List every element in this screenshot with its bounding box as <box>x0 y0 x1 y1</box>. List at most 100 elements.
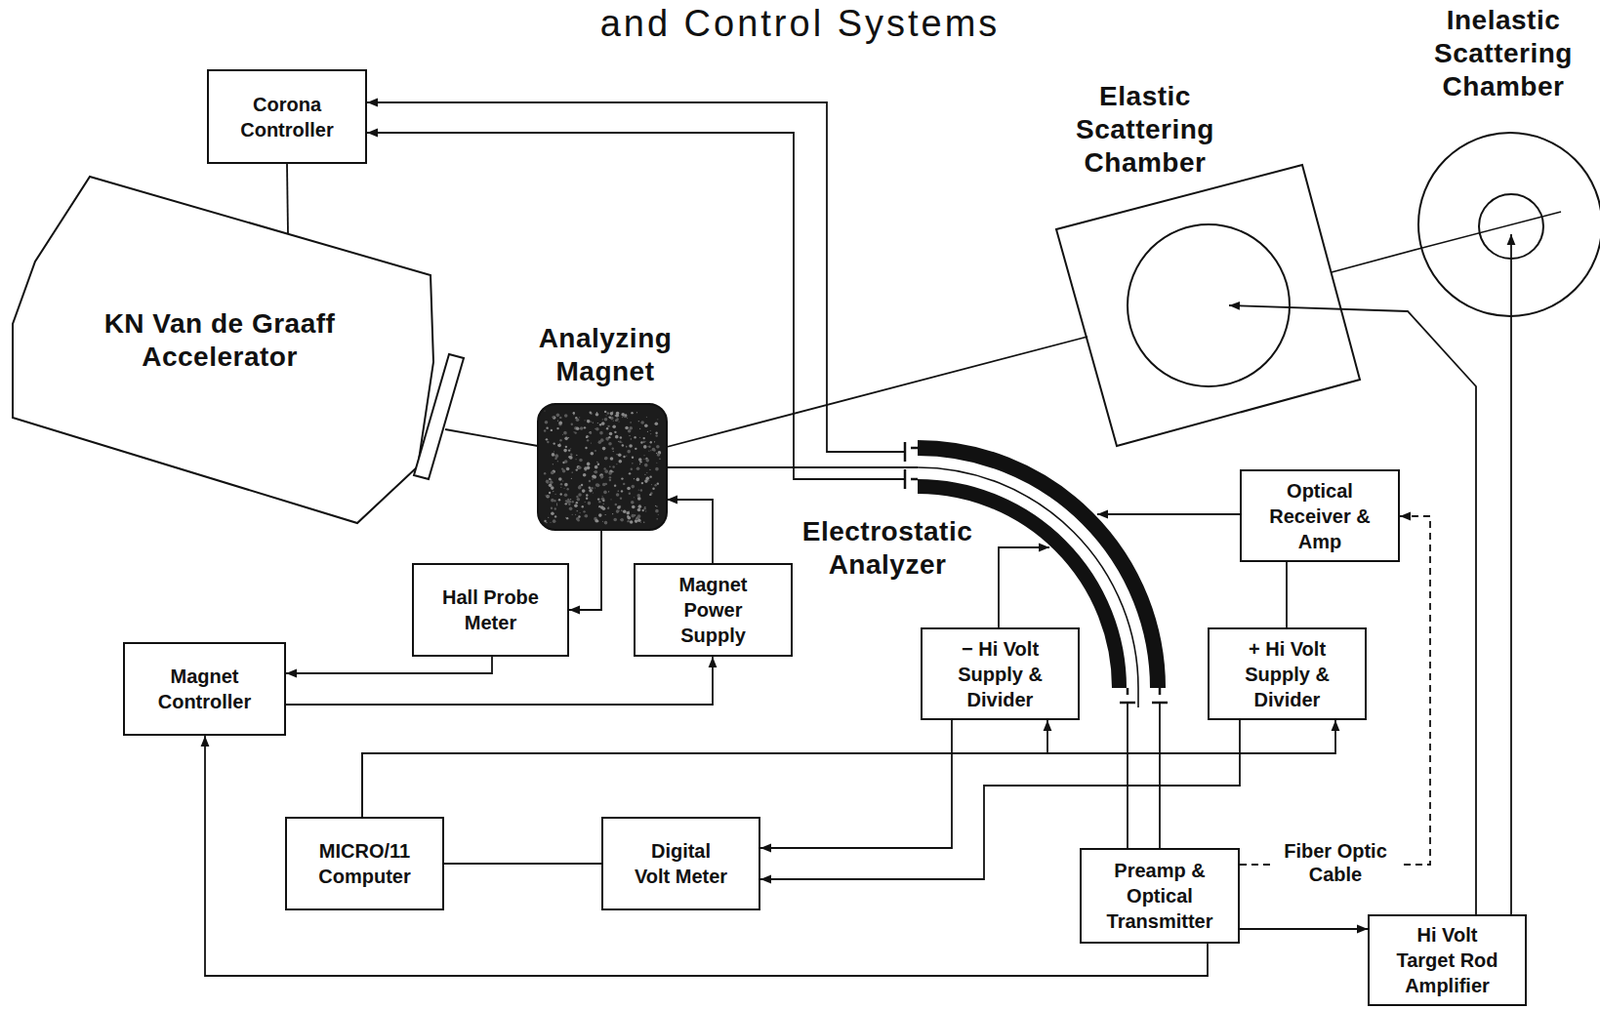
texture-dot <box>563 488 565 490</box>
texture-dot <box>590 487 593 490</box>
texture-dot <box>572 514 574 516</box>
texture-dot <box>568 449 571 452</box>
texture-dot <box>575 468 578 471</box>
texture-dot <box>656 482 659 485</box>
electrode-terminal <box>1158 688 1162 696</box>
texture-dot <box>621 444 624 447</box>
texture-dot <box>585 497 588 500</box>
signal-wire <box>760 720 952 849</box>
texture-dot <box>612 411 614 413</box>
texture-dot <box>652 448 657 452</box>
texture-dot <box>651 484 653 486</box>
texture-dot <box>617 452 622 457</box>
chamber-inner-circle <box>1478 194 1544 259</box>
texture-dot <box>629 517 631 519</box>
texture-dot <box>590 451 595 456</box>
texture-dot <box>628 472 631 475</box>
scattering-chamber: Inelastic Scattering Chamber <box>1405 0 1600 327</box>
texture-dot <box>649 475 652 478</box>
texture-dot <box>563 449 568 453</box>
texture-dot <box>578 485 581 488</box>
texture-dot <box>608 436 611 439</box>
texture-dot <box>639 437 641 439</box>
transmitter-box: Preamp & Optical Transmitter <box>1079 848 1240 944</box>
electrode-terminal <box>1151 701 1168 705</box>
texture-dot <box>649 493 652 496</box>
texture-dot <box>635 518 637 520</box>
texture-dot <box>633 478 635 480</box>
texture-dot <box>596 411 598 413</box>
texture-dot <box>599 431 604 436</box>
texture-dot <box>559 416 562 419</box>
texture-dot <box>627 517 629 519</box>
texture-dot <box>595 450 597 452</box>
texture-dot <box>552 519 557 524</box>
texture-dot <box>588 480 591 483</box>
texture-dot <box>625 511 630 516</box>
texture-dot <box>655 432 657 435</box>
texture-dot <box>608 491 610 493</box>
texture-dot <box>550 429 553 432</box>
texture-dot <box>590 442 592 444</box>
texture-dot <box>615 463 617 465</box>
texture-dot <box>638 504 643 509</box>
texture-dot <box>553 454 555 456</box>
box-label: + Hi Volt Supply & Divider <box>1232 636 1343 713</box>
texture-dot <box>642 509 645 512</box>
part-label: Electrostatic Analyzer <box>779 515 995 582</box>
texture-dot <box>546 441 549 444</box>
texture-dot <box>630 411 633 414</box>
texture-dot <box>550 511 555 516</box>
texture-dot <box>575 426 580 431</box>
texture-dot <box>606 427 609 430</box>
texture-dot <box>615 503 617 506</box>
texture-dot <box>619 436 622 439</box>
texture-dot <box>644 474 646 476</box>
texture-dot <box>644 479 649 484</box>
texture-dot <box>592 492 594 493</box>
magnet-texture <box>543 410 661 525</box>
signal-wire <box>445 429 538 447</box>
texture-dot <box>545 438 548 441</box>
texture-dot <box>643 437 646 440</box>
texture-dot <box>655 509 659 514</box>
texture-dot <box>626 450 631 454</box>
texture-dot <box>545 494 550 499</box>
texture-dot <box>560 483 563 486</box>
texture-dot <box>603 467 606 470</box>
texture-dot <box>566 467 568 469</box>
texture-dot <box>609 479 612 482</box>
texture-dot <box>545 522 547 524</box>
texture-dot <box>654 422 658 427</box>
signal-wire <box>1158 702 1161 849</box>
texture-dot <box>568 503 571 506</box>
texture-dot <box>615 435 619 440</box>
texture-dot <box>573 411 575 414</box>
texture-dot <box>637 496 642 501</box>
texture-dot <box>566 488 569 491</box>
texture-dot <box>639 428 641 430</box>
texture-dot <box>626 417 628 419</box>
texture-dot <box>609 476 612 479</box>
texture-dot <box>589 431 592 434</box>
texture-dot <box>628 511 630 513</box>
electrode-terminal <box>1119 701 1136 705</box>
signal-wire <box>362 720 1336 818</box>
texture-dot <box>575 454 577 456</box>
signal-wire <box>1239 928 1368 931</box>
cable-label: Fiber Optic Cable <box>1271 839 1400 887</box>
texture-dot <box>582 510 585 513</box>
texture-dot <box>571 478 573 480</box>
texture-dot <box>594 465 599 470</box>
texture-dot <box>564 437 569 442</box>
texture-dot <box>598 513 603 518</box>
controller-box: Corona Controller <box>206 69 368 165</box>
texture-dot <box>656 452 661 457</box>
texture-dot <box>609 432 614 437</box>
texture-dot <box>546 494 549 497</box>
part-label: Inelastic Scattering Chamber <box>1410 3 1597 104</box>
texture-dot <box>631 456 634 459</box>
texture-dot <box>595 412 600 417</box>
texture-dot <box>556 502 558 504</box>
texture-dot <box>597 422 599 424</box>
